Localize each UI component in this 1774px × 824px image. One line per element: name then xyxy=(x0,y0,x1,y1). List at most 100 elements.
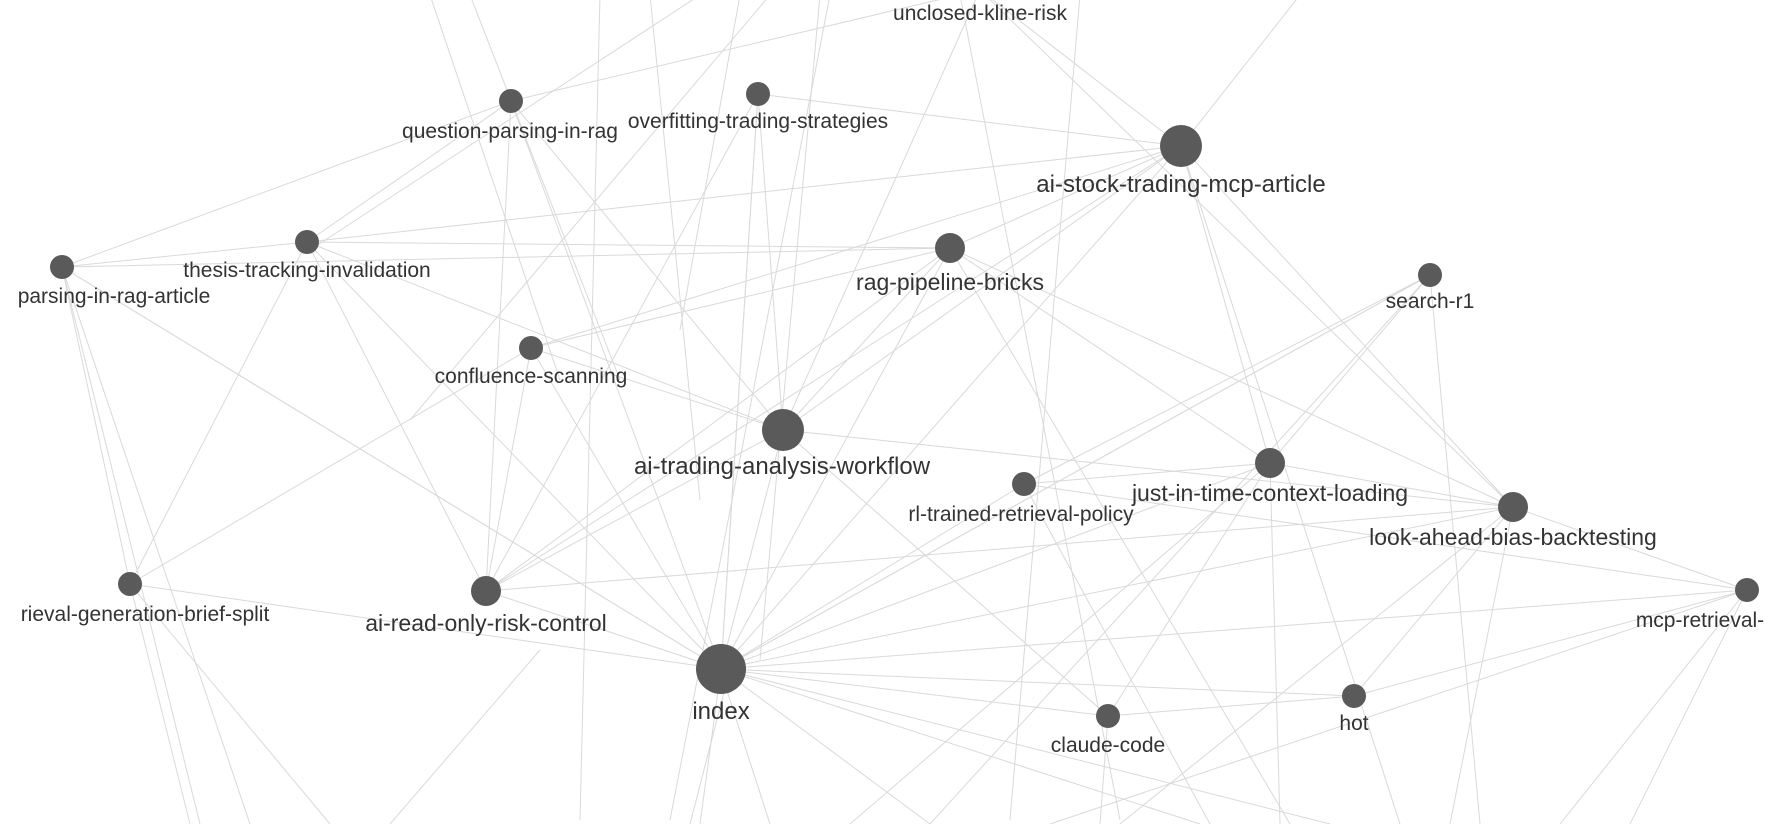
node-label-rag-pipeline-bricks[interactable]: rag-pipeline-bricks xyxy=(856,269,1044,295)
edge-look-ahead-bias-backtesting--hot xyxy=(1353,506,1514,697)
edge-offscreen-35 xyxy=(1099,715,1109,824)
node-layer xyxy=(50,82,1759,728)
edge-rl-trained-retrieval-policy--search-r1 xyxy=(1023,274,1431,485)
edge-offscreen-13 xyxy=(129,583,331,824)
edge-offscreen-30 xyxy=(61,266,201,824)
edge-offscreen-10 xyxy=(1009,0,1081,821)
node-label-confluence-scanning[interactable]: confluence-scanning xyxy=(435,365,628,388)
node-label-index[interactable]: index xyxy=(692,698,749,725)
edge-index--hot xyxy=(720,668,1355,697)
node-ai-read-only-risk-control[interactable] xyxy=(471,576,501,606)
edge-thesis-tracking-invalidation--ai-read-only-risk-control xyxy=(306,241,487,592)
edge-offscreen-7 xyxy=(669,0,830,821)
edge-offscreen-12 xyxy=(389,649,541,824)
node-label-thesis-tracking-invalidation[interactable]: thesis-tracking-invalidation xyxy=(183,259,430,282)
edge-just-in-time-context-loading--claude-code xyxy=(1107,462,1271,717)
edge-index--mcp-retrieval xyxy=(720,589,1748,670)
edge-index--just-in-time-context-loading xyxy=(720,462,1271,670)
node-hot[interactable] xyxy=(1342,684,1366,708)
edge-offscreen-11 xyxy=(960,0,1121,821)
node-question-parsing-in-rag[interactable] xyxy=(499,89,523,113)
node-search-r1[interactable] xyxy=(1418,263,1442,287)
edge-ai-trading-analysis-workflow--rag-pipeline-bricks xyxy=(782,247,951,431)
edge-offscreen-8 xyxy=(579,0,601,821)
edge-index--thesis-tracking-invalidation xyxy=(306,241,722,670)
node-label-ai-stock-trading-mcp-article[interactable]: ai-stock-trading-mcp-article xyxy=(1036,171,1325,198)
node-look-ahead-bias-backtesting[interactable] xyxy=(1498,492,1528,522)
node-label-ai-read-only-risk-control[interactable]: ai-read-only-risk-control xyxy=(365,610,607,636)
edge-question-parsing-in-rag-article--index xyxy=(61,266,722,670)
edge-thesis-tracking-invalidation--retrieval-generation-brief-split xyxy=(129,241,308,585)
edge-overfitting-trading-strategies--index xyxy=(720,93,759,670)
edge-claude-code--ai-trading-analysis-workflow xyxy=(782,429,1109,717)
edge-question-parsing-in-rag--ai-trading-analysis-workflow xyxy=(510,100,784,431)
node-label-look-ahead-bias-backtesting[interactable]: look-ahead-bias-backtesting xyxy=(1369,524,1657,550)
node-label-unclosed-kline-risk[interactable]: unclosed-kline-risk xyxy=(893,2,1067,25)
edge-rl-trained-retrieval-policy--mcp-retrieval xyxy=(1023,483,1748,591)
edge-search-r1--index xyxy=(720,274,1431,670)
node-label-rl-trained-retrieval-policy[interactable]: rl-trained-retrieval-policy xyxy=(908,503,1134,526)
edge-offscreen-25 xyxy=(1429,274,1481,824)
edge-ai-read-only-risk-control--overfitting-trading-strategies xyxy=(485,93,759,592)
node-index[interactable] xyxy=(696,644,746,694)
node-label-ai-trading-analysis-workflow[interactable]: ai-trading-analysis-workflow xyxy=(634,453,931,480)
node-rl-trained-retrieval-policy[interactable] xyxy=(1012,472,1036,496)
edge-question-parsing-in-rag--question-parsing-in-rag-article xyxy=(61,100,512,268)
node-overfitting-trading-strategies[interactable] xyxy=(746,82,770,106)
node-label-hot[interactable]: hot xyxy=(1339,712,1368,735)
edge-ai-read-only-risk-control--look-ahead-bias-backtesting xyxy=(485,506,1514,592)
edge-ai-trading-analysis-workflow--ai-stock-trading-mcp-article xyxy=(782,145,1182,431)
node-ai-trading-analysis-workflow[interactable] xyxy=(762,409,804,451)
node-just-in-time-context-loading[interactable] xyxy=(1255,448,1285,478)
node-label-question-parsing-in-rag[interactable]: question-parsing-in-rag xyxy=(402,120,618,143)
edge-index--ai-read-only-risk-control xyxy=(485,590,722,670)
edge-offscreen-27 xyxy=(1629,589,1748,824)
edge-confluence-scanning--ai-read-only-risk-control xyxy=(485,347,532,592)
edge-ai-stock-trading-mcp-article--look-ahead-bias-backtesting xyxy=(1180,145,1514,508)
node-label-search-r1[interactable]: search-r1 xyxy=(1386,290,1475,313)
edge-hot--mcp-retrieval xyxy=(1353,589,1748,697)
edge-thesis-tracking-invalidation--question-parsing-in-rag-article xyxy=(61,241,308,268)
node-label-mcp-retrieval[interactable]: mcp-retrieval- xyxy=(1636,609,1764,632)
node-question-parsing-in-rag-article[interactable] xyxy=(50,255,74,279)
edge-rag-pipeline-bricks--ai-read-only-risk-control xyxy=(485,247,951,592)
edge-ai-trading-analysis-workflow--look-ahead-bias-backtesting xyxy=(782,429,1514,508)
edge-offscreen-21 xyxy=(1119,506,1514,824)
edge-offscreen-29 xyxy=(1180,145,1401,824)
node-rag-pipeline-bricks[interactable] xyxy=(935,233,965,263)
edge-offscreen-22 xyxy=(1023,483,1211,824)
edge-offscreen-5 xyxy=(409,0,767,421)
edge-index--ai-trading-analysis-workflow xyxy=(720,429,784,670)
node-claude-code[interactable] xyxy=(1096,704,1120,728)
edge-offscreen-20 xyxy=(1049,589,1748,824)
edge-index--claude-code xyxy=(720,668,1109,717)
node-retrieval-generation-brief-split[interactable] xyxy=(118,572,142,596)
edge-layer xyxy=(61,0,1748,824)
edge-rag-pipeline-bricks--just-in-time-context-loading xyxy=(949,247,1271,464)
node-label-overfitting-trading-strategies[interactable]: overfitting-trading-strategies xyxy=(628,110,888,133)
edge-unclosed-kline-risk--look-ahead-bias-backtesting xyxy=(989,0,1514,508)
edge-offscreen-16 xyxy=(689,668,731,824)
edge-offscreen-9 xyxy=(1180,0,1297,147)
node-thesis-tracking-invalidation[interactable] xyxy=(295,230,319,254)
edge-ai-trading-analysis-workflow--confluence-scanning xyxy=(530,347,784,431)
edge-offscreen-0 xyxy=(431,0,561,381)
node-label-claude-code[interactable]: claude-code xyxy=(1051,734,1165,757)
edge-ai-stock-trading-mcp-article--thesis-tracking-invalidation xyxy=(306,145,1182,243)
edge-offscreen-1 xyxy=(471,0,621,381)
node-label-retrieval-generation-brief-split[interactable]: rieval-generation-brief-split xyxy=(21,603,270,626)
edge-index--look-ahead-bias-backtesting xyxy=(720,506,1514,670)
edge-offscreen-23 xyxy=(1269,462,1281,824)
node-ai-stock-trading-mcp-article[interactable] xyxy=(1160,125,1202,167)
node-confluence-scanning[interactable] xyxy=(519,336,543,360)
edge-rag-pipeline-bricks--thesis-tracking-invalidation xyxy=(306,241,951,249)
edge-offscreen-6 xyxy=(759,0,821,661)
node-label-just-in-time-context-loading[interactable]: just-in-time-context-loading xyxy=(1131,480,1408,506)
edge-retrieval-generation-brief-split--index xyxy=(129,583,722,670)
edge-ai-stock-trading-mcp-article--overfitting-trading-strategies xyxy=(757,93,1182,147)
edge-look-ahead-bias-backtesting--mcp-retrieval xyxy=(1512,506,1748,591)
node-label-question-parsing-in-rag-article[interactable]: parsing-in-rag-article xyxy=(18,285,211,308)
node-mcp-retrieval[interactable] xyxy=(1735,578,1759,602)
edge-offscreen-19 xyxy=(929,274,1431,824)
